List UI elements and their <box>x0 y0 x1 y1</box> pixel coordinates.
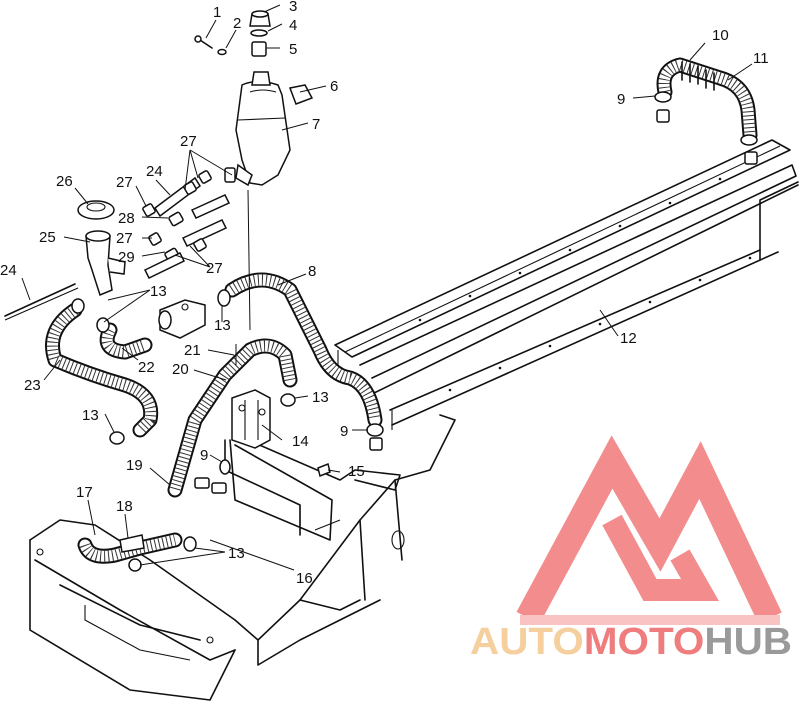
callout-7: 7 <box>312 116 320 133</box>
watermark-hub: HUB <box>704 621 792 663</box>
callout-2: 2 <box>233 15 241 32</box>
callout-27-low: 27 <box>206 260 223 277</box>
chassis-bulkhead <box>29 414 456 701</box>
watermark-moto: MOTO <box>584 621 705 663</box>
callout-19: 19 <box>126 457 143 474</box>
callout-22: 22 <box>138 359 155 376</box>
callout-9-low: 9 <box>200 447 208 464</box>
callout-10: 10 <box>712 27 729 44</box>
callout-14: 14 <box>292 433 309 450</box>
callout-6: 6 <box>330 78 338 95</box>
callout-18: 18 <box>116 498 133 515</box>
callout-13-e: 13 <box>228 545 245 562</box>
callout-29: 29 <box>118 249 135 266</box>
callout-5: 5 <box>289 41 297 58</box>
callout-12: 12 <box>620 330 637 347</box>
watermark-auto: AUTO <box>470 621 584 663</box>
callout-9-mid: 9 <box>340 423 348 440</box>
logo-triangle-outer <box>516 435 782 625</box>
callout-23: 23 <box>24 377 41 394</box>
callout-27-left: 27 <box>116 174 133 191</box>
callout-13-b: 13 <box>214 317 231 334</box>
fill-neck-25 <box>85 230 126 297</box>
callout-9-top: 9 <box>617 91 625 108</box>
callout-11: 11 <box>753 50 769 67</box>
fill-cap-26 <box>77 200 115 220</box>
callout-20: 20 <box>172 361 189 378</box>
fitting-18 <box>119 534 145 553</box>
callout-17: 17 <box>76 484 93 501</box>
bracket-14 <box>231 389 271 449</box>
callout-21: 21 <box>184 342 201 359</box>
hose-17 <box>77 532 183 564</box>
callout-26: 26 <box>56 173 73 190</box>
clamps-9 <box>219 91 758 475</box>
logo-triangle-inner <box>602 514 719 601</box>
callout-13-c: 13 <box>312 389 329 406</box>
hose-10-11 <box>656 57 758 143</box>
hose-clamps-13 <box>71 289 296 572</box>
callout-13-d: 13 <box>82 407 99 424</box>
callout-24-left: 24 <box>0 262 17 279</box>
fittings-27-29 <box>142 167 236 279</box>
callout-27-top: 27 <box>180 133 197 150</box>
callout-1: 1 <box>213 4 221 21</box>
leader-lines <box>21 4 753 571</box>
fitting-19 <box>194 477 227 494</box>
callout-4: 4 <box>289 17 297 34</box>
clip-6 <box>288 84 314 105</box>
thermostat-housing <box>158 299 206 339</box>
reservoir-cap-3 <box>249 10 271 27</box>
gasket-4 <box>250 29 268 37</box>
tunnel-heat-exchanger <box>334 139 799 430</box>
callout-16: 16 <box>296 570 313 587</box>
callout-8: 8 <box>308 263 316 280</box>
coolant-reservoir-7 <box>235 71 291 187</box>
callout-3: 3 <box>289 0 297 15</box>
rail-rivets <box>418 177 752 392</box>
callout-numbers: 1 2 3 4 5 6 7 8 9 9 9 10 11 12 13 13 13 … <box>0 0 769 587</box>
neck-5 <box>251 41 267 57</box>
callout-28: 28 <box>118 210 135 227</box>
hose-20 <box>167 338 298 498</box>
rod-24-left <box>4 283 76 317</box>
callout-24-upper: 24 <box>146 163 163 180</box>
hose-22 <box>99 322 153 360</box>
callout-27-mid: 27 <box>116 230 133 247</box>
hose-23 <box>45 302 159 438</box>
callout-15: 15 <box>348 463 365 480</box>
watermark-logo <box>516 435 782 625</box>
washer-2 <box>217 48 227 56</box>
hose-8 <box>224 272 383 428</box>
callout-25: 25 <box>39 229 56 246</box>
screw-1 <box>194 35 213 49</box>
fitting-15 <box>317 462 331 478</box>
callout-13-a: 13 <box>150 283 167 300</box>
